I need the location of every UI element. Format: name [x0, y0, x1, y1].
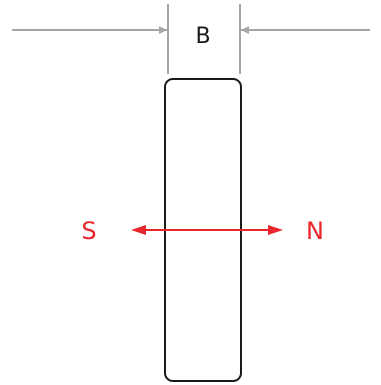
north-pole-label: N: [306, 217, 324, 245]
dimension-label: B: [195, 24, 210, 49]
magnetization-arrow-head-left: [131, 225, 146, 235]
south-pole-label: S: [81, 217, 96, 245]
magnetization-arrow-head-right: [268, 225, 283, 235]
